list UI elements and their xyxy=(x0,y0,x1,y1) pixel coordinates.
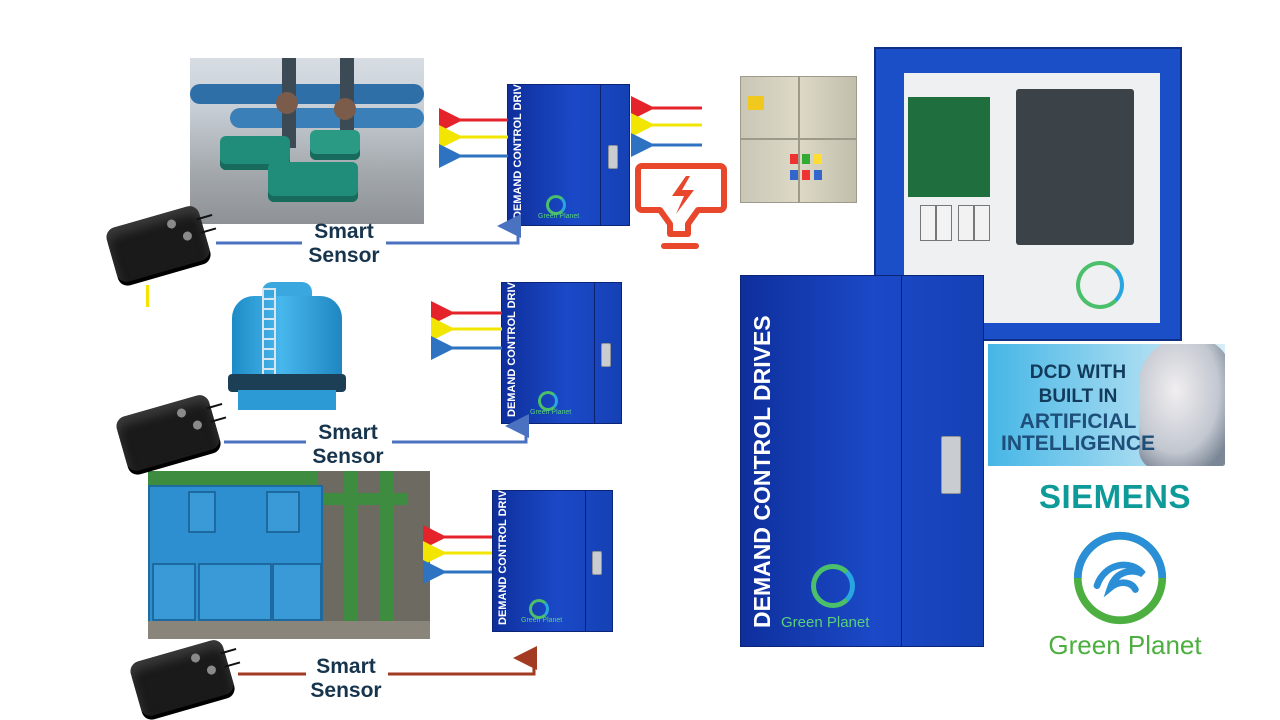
smart-sensor-label-line2: Sensor xyxy=(312,445,384,468)
ahu-output-arrows xyxy=(423,525,492,584)
smart-sensor-label-line1: Smart xyxy=(318,421,378,444)
sensor-connector-cooling-tower xyxy=(224,414,529,444)
dcd-cabinet-brand: Green Planet xyxy=(521,617,563,624)
pump-station-photo xyxy=(190,58,424,224)
dcd-cabinet-ahu: DEMAND CONTROL DRIVES Green Planet xyxy=(492,475,613,632)
air-handling-unit-photo xyxy=(148,471,430,639)
warning-sign-icon xyxy=(748,96,764,110)
smart-sensor-label-line2: Sensor xyxy=(308,244,380,267)
smart-sensor-label-cooling-tower: Smart Sensor xyxy=(304,421,392,469)
ai-banner-line1: DCD WITH xyxy=(1029,362,1127,383)
green-planet-logo-icon xyxy=(529,599,549,619)
green-planet-logo-icon xyxy=(538,391,558,411)
dcd-cabinet-title: DEMAND CONTROL DRIVES xyxy=(749,315,775,628)
ai-banner-line2: BUILT IN xyxy=(1038,386,1118,407)
dcd-cabinet-brand: Green Planet xyxy=(538,213,580,220)
green-planet-logo-icon xyxy=(546,195,566,215)
cooling-tower-photo xyxy=(228,282,346,414)
smart-sensor-label-line2: Sensor xyxy=(310,679,382,702)
smart-sensor-label-ahu: Smart Sensor xyxy=(302,655,390,703)
sensor-connector-ahu xyxy=(238,646,537,676)
dcd-cabinet-brand: Green Planet xyxy=(530,409,572,416)
ai-banner: DCD WITH BUILT IN ARTIFICIAL INTELLIGENC… xyxy=(988,344,1225,466)
dcd-cabinet-large: DEMAND CONTROL DRIVES Green Planet xyxy=(740,275,984,647)
power-lightbulb-icon xyxy=(635,163,727,249)
green-planet-logo-icon xyxy=(811,564,855,608)
green-planet-logo-icon xyxy=(1073,531,1167,625)
dcd-cabinet-cooling-tower: DEMAND CONTROL DRIVES Green Planet xyxy=(501,267,622,424)
cooling-tower-output-arrows xyxy=(431,301,502,360)
green-planet-wordmark: Green Planet xyxy=(1048,630,1202,660)
robot-face-icon xyxy=(1139,344,1225,466)
yellow-marker xyxy=(146,285,149,307)
smart-sensor-label-line1: Smart xyxy=(314,220,374,243)
ai-banner-line4: INTELLIGENCE xyxy=(1000,432,1155,455)
siemens-logo: SIEMENS xyxy=(1038,478,1192,515)
dcd-cabinet-brand: Green Planet xyxy=(781,614,870,631)
smart-sensor-label-line1: Smart xyxy=(316,655,376,678)
ai-banner-line3: ARTIFICIAL xyxy=(1019,410,1137,433)
sensor-connector-pump xyxy=(216,214,521,245)
supply-input-arrows xyxy=(631,96,702,157)
smart-sensor-label-pump: Smart Sensor xyxy=(300,220,388,268)
electrical-distribution-board-photo xyxy=(740,76,857,203)
pump-output-arrows xyxy=(439,108,508,168)
dcd-cabinet-pump: DEMAND CONTROL DRIVES Green Planet xyxy=(507,69,630,226)
